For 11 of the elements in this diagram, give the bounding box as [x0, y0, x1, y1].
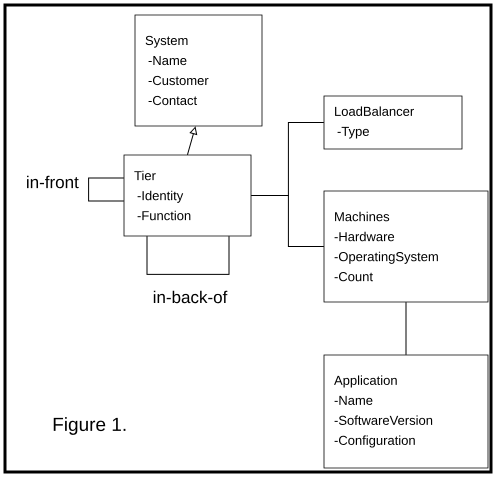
class-box: Application -Name -SoftwareVersion -Configuration: [324, 354, 488, 468]
figure-caption: Figure 1.: [54, 417, 126, 435]
edge-label: in-front: [24, 174, 80, 190]
class-box: LoadBalancer -Type: [324, 96, 462, 150]
loop-line: [146, 236, 230, 275]
class-box: System -Name -Customer -Contact: [134, 14, 262, 126]
loop-line: [88, 178, 124, 202]
edge-label: in-back-of: [152, 290, 228, 304]
connector-line: [250, 194, 324, 247]
class-box: Machines -Hardware -OperatingSystem -Count: [324, 190, 488, 302]
class-box: Tier -Identity -Function: [124, 154, 252, 236]
